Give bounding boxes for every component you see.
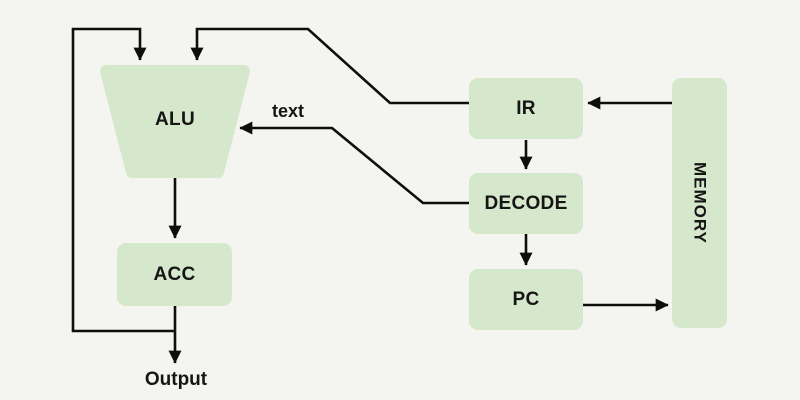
node-ir: IR bbox=[469, 78, 583, 139]
node-decode: DECODE bbox=[469, 173, 583, 234]
node-decode-label: DECODE bbox=[484, 192, 568, 214]
edge-label-text: text bbox=[271, 101, 304, 121]
edge-decode-to-alu bbox=[239, 121, 469, 205]
node-memory-label: MEMORY bbox=[690, 162, 710, 244]
node-pc-label: PC bbox=[512, 288, 540, 310]
output-label: Output bbox=[144, 369, 208, 390]
node-alu-label: ALU bbox=[155, 109, 195, 130]
node-acc-label: ACC bbox=[153, 263, 196, 285]
node-alu: ALU bbox=[100, 65, 250, 175]
edge-acc-feedback-to-alu bbox=[71, 27, 175, 333]
node-pc: PC bbox=[469, 269, 583, 330]
edge-ir-to-alu bbox=[190, 27, 470, 105]
node-acc: ACC bbox=[117, 243, 232, 306]
node-alu-shape bbox=[100, 65, 250, 178]
node-memory: MEMORY bbox=[672, 78, 727, 328]
node-ir-label: IR bbox=[516, 97, 536, 119]
